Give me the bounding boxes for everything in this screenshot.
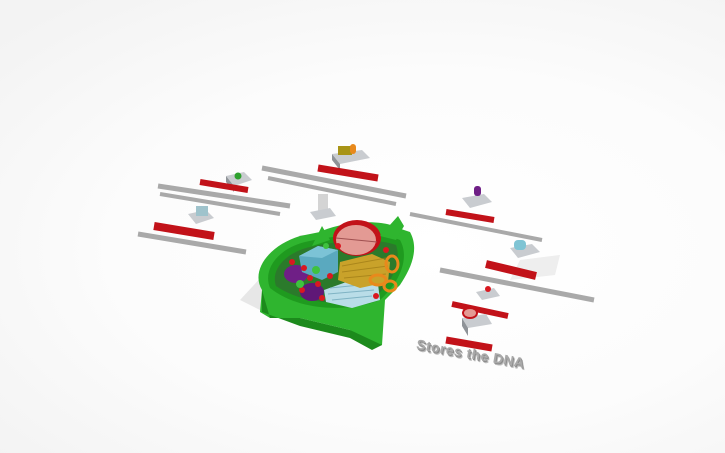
label-vacuole[interactable] [137,206,247,255]
purple-organelle-2 [300,283,324,301]
label-nucleus[interactable] [445,307,493,352]
golgi-apparatus [338,254,390,288]
mitochondria [368,254,400,293]
label-chloroplast[interactable] [157,172,291,216]
label-smooth-er[interactable] [439,240,595,303]
ribosomes [289,243,389,301]
label-purple-organelle[interactable] [409,186,543,242]
label-golgi[interactable] [261,144,407,220]
label-ribosome[interactable] [451,286,509,319]
chloroplast-marker-icon [234,172,242,180]
nucleus [333,220,381,256]
vacuole [324,280,380,308]
